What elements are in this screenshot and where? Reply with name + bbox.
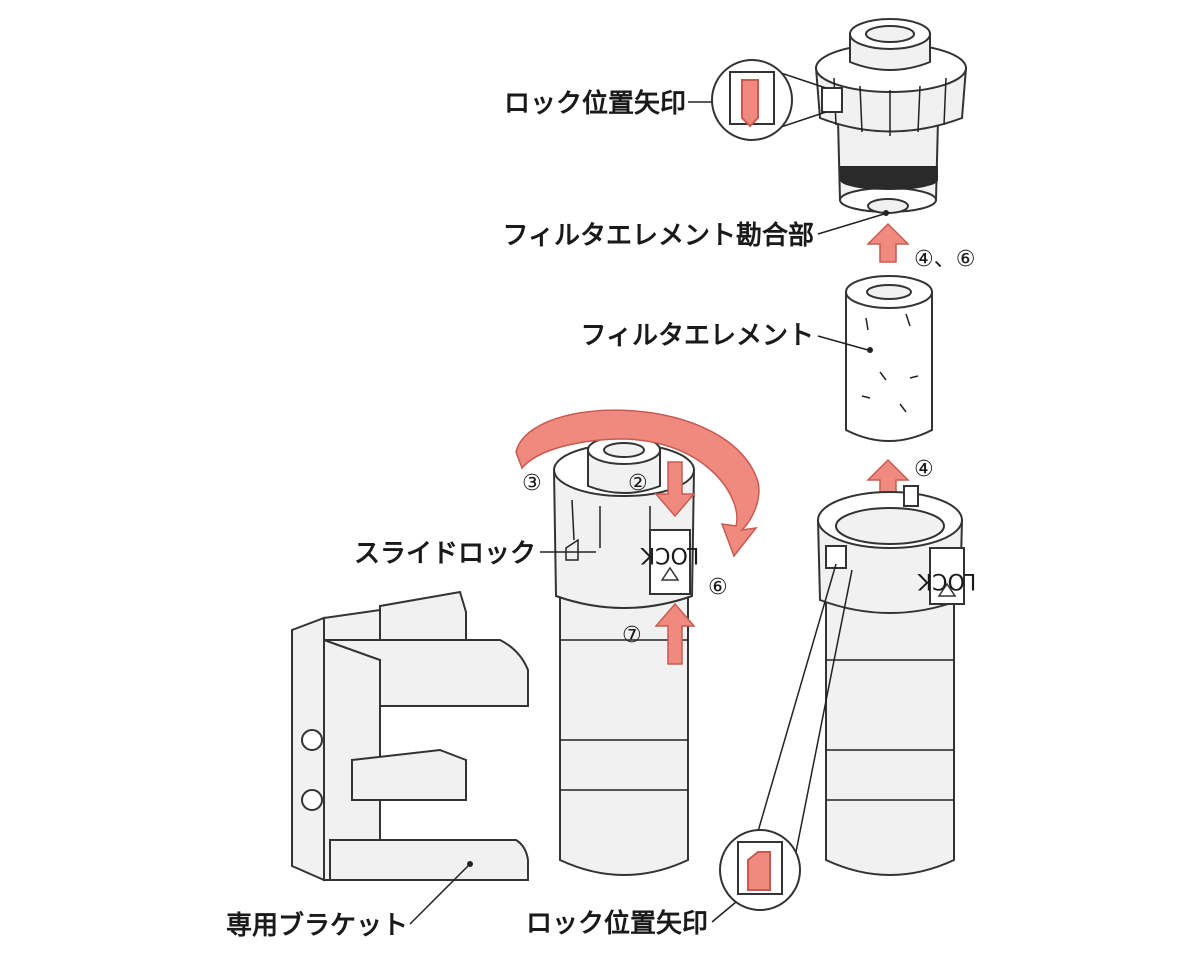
bowl-cap-assembly [814,18,968,214]
step-up-top: ④、⑥ [914,247,975,272]
dedicated-bracket [291,590,529,882]
lock-tag-middle: LOCK [640,542,699,567]
label-bracket: 専用ブラケット [226,910,408,941]
step-lock-slide: ⑥ [708,575,728,600]
label-filter-element: フィルタエレメント [581,321,814,351]
open-filter-bowl: LOCK [816,485,976,876]
label-element-fitting: フィルタエレメント勘合部 [503,220,814,251]
arrow-rotate-lock [515,409,760,558]
label-lock-arrow-top: ロック位置矢印 [504,88,686,119]
label-slide-lock: スライドロック [354,539,536,569]
lock-arrow-magnifier-top [711,59,827,141]
step-up-lower: ④ [914,457,934,482]
filter-element [845,275,933,442]
step-push-down: ② [628,471,648,496]
arrow-push-up [654,602,696,665]
label-lock-arrow-bottom: ロック位置矢印 [526,908,708,939]
arrow-up-insert-top [866,222,910,263]
step-push-up: ⑦ [622,623,642,648]
lock-tag-right: LOCK [917,568,976,593]
arrow-push-down [654,461,696,518]
assembled-filter-unit: LOCK [552,435,699,876]
lock-arrow-magnifier-bottom [719,563,853,911]
step-rotate: ③ [522,471,542,496]
